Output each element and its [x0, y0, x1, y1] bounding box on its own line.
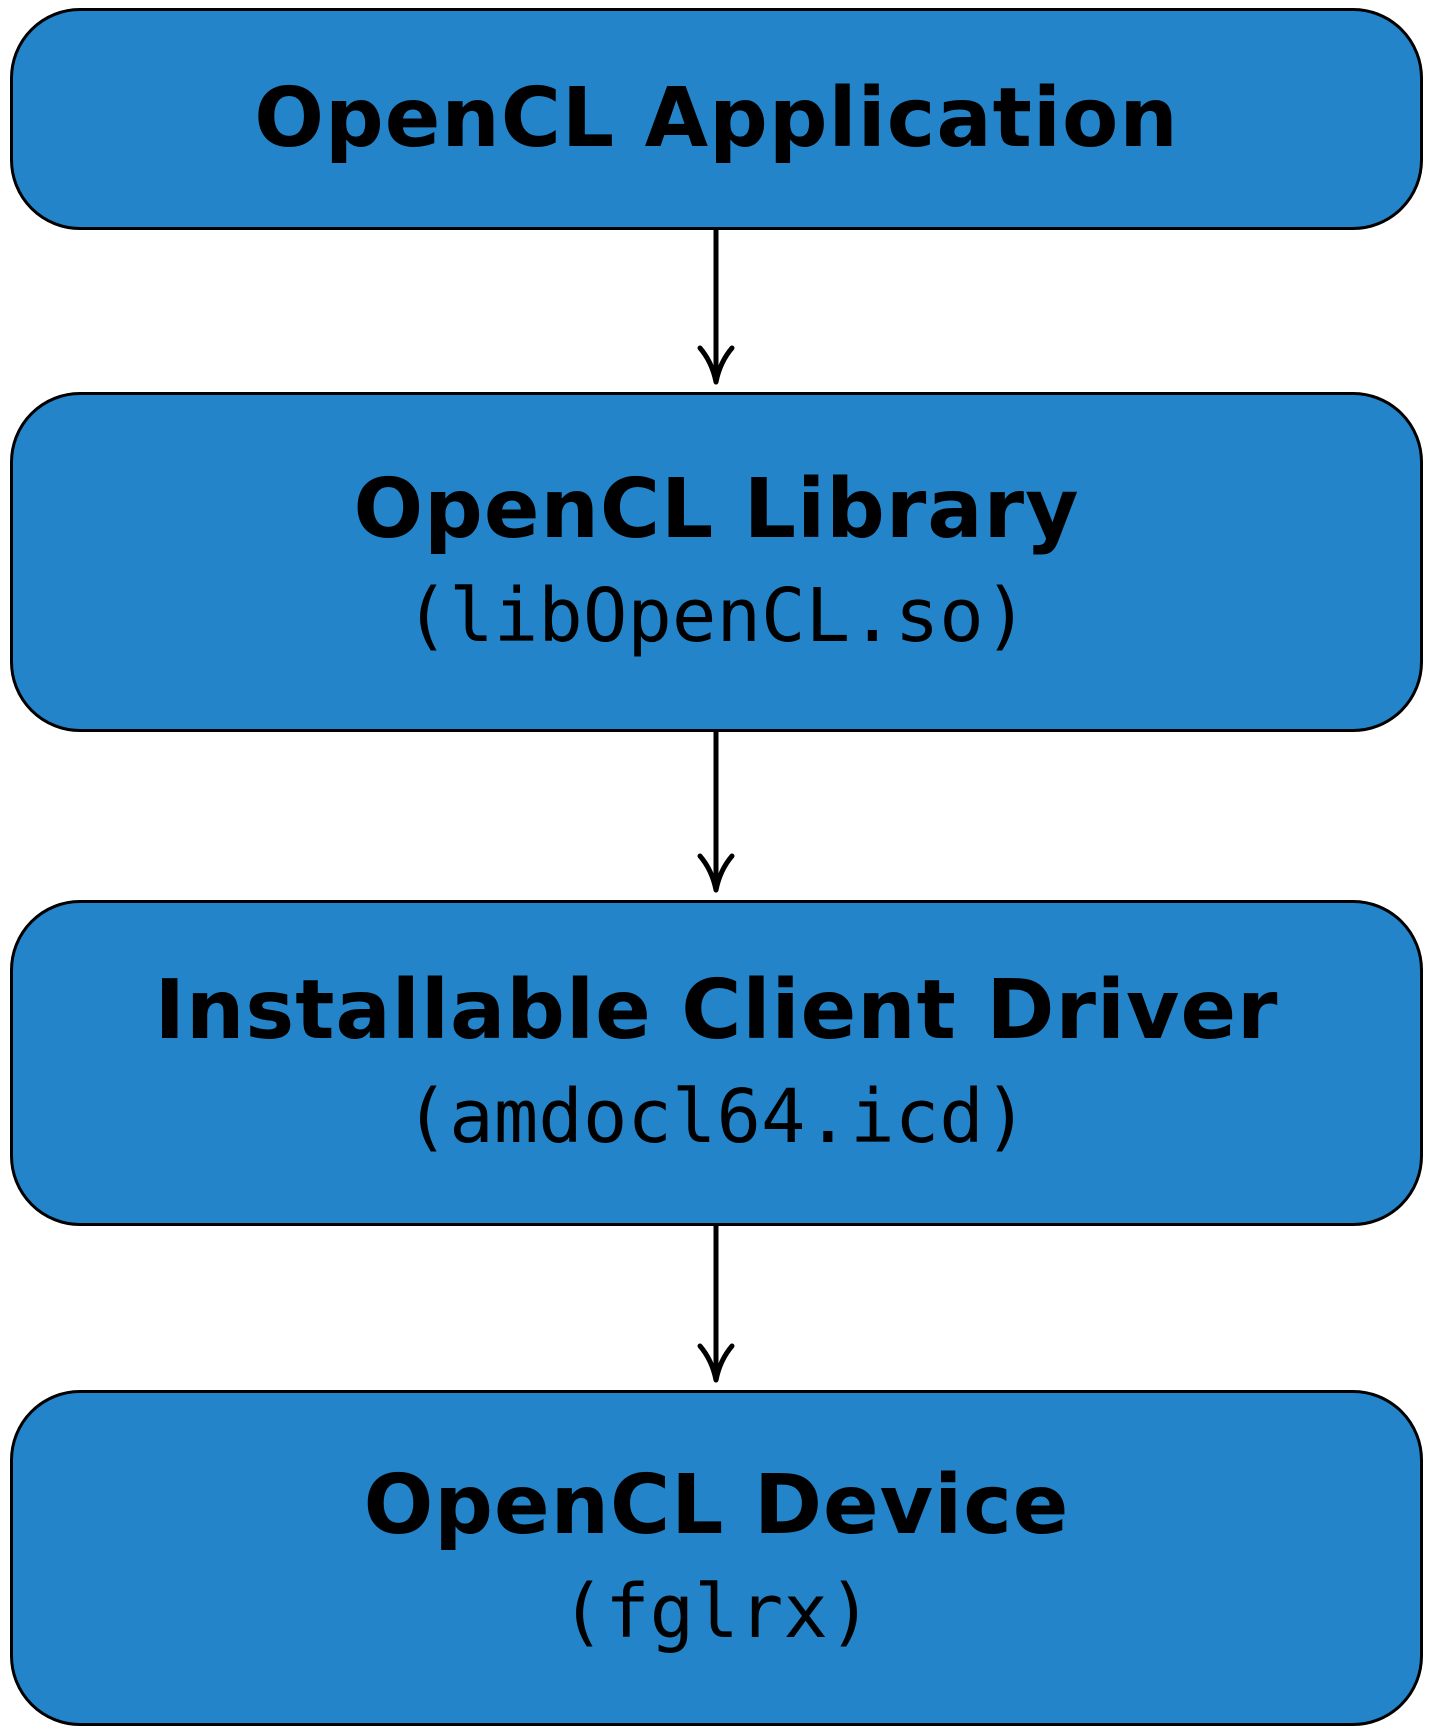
layer-title-application: OpenCL Application — [254, 70, 1179, 166]
arrow-icd-to-device — [697, 1223, 735, 1383]
layer-box-device: OpenCL Device (fglrx) — [10, 1390, 1423, 1726]
arrow-library-to-icd — [697, 729, 735, 893]
layer-subtitle-device: (fglrx) — [560, 1568, 873, 1655]
layer-subtitle-icd: (amdocl64.icd) — [404, 1073, 1029, 1160]
layer-title-icd: Installable Client Driver — [154, 963, 1279, 1059]
layer-box-icd: Installable Client Driver (amdocl64.icd) — [10, 900, 1423, 1226]
layer-title-library: OpenCL Library — [353, 462, 1080, 558]
arrow-application-to-library — [697, 227, 735, 385]
layer-box-library: OpenCL Library (libOpenCL.so) — [10, 392, 1423, 732]
layer-subtitle-library: (libOpenCL.so) — [404, 572, 1029, 659]
layer-title-device: OpenCL Device — [363, 1458, 1070, 1554]
layer-box-application: OpenCL Application — [10, 8, 1423, 230]
